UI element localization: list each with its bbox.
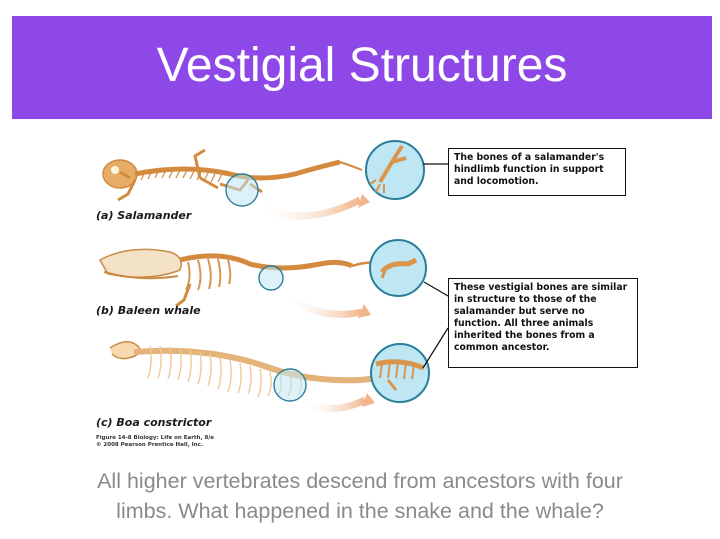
- boa-skeleton: [110, 342, 395, 397]
- magnifier-salamander: [366, 141, 424, 199]
- vestigial-figure: (a) Salamander (b) Baleen whale (c) Boa …: [90, 132, 650, 464]
- label-boa-constrictor: (c) Boa constrictor: [96, 416, 211, 429]
- magnifier-boa: [371, 344, 429, 402]
- slide-title: Vestigial Structures: [12, 38, 712, 93]
- figure-credit-2: © 2008 Pearson Prentice Hall, Inc.: [96, 442, 203, 449]
- salamander-hindlimb-circle: [226, 174, 258, 206]
- slide-caption: All higher vertebrates descend from ance…: [14, 466, 706, 526]
- caption-line-2: limbs. What happened in the snake and th…: [14, 496, 706, 526]
- label-baleen-whale: (b) Baleen whale: [96, 304, 201, 317]
- boa-pelvis-circle: [274, 369, 306, 401]
- magnifier-whale: [370, 240, 426, 296]
- callout-salamander: The bones of a salamander's hindlimb fun…: [448, 148, 626, 196]
- arrow-salamander: [255, 200, 360, 216]
- arrow-whale: [280, 290, 362, 314]
- whale-pelvis-circle: [259, 266, 283, 290]
- figure-credit-1: Figure 14-8 Biology: Life on Earth, 8/e: [96, 435, 214, 442]
- whale-skeleton: [100, 249, 390, 306]
- callout-vestigial: These vestigial bones are similar in str…: [448, 278, 638, 368]
- title-bar: Vestigial Structures: [12, 16, 712, 119]
- arrow-boa: [300, 400, 365, 409]
- caption-line-1: All higher vertebrates descend from ance…: [14, 466, 706, 496]
- label-salamander: (a) Salamander: [96, 209, 191, 222]
